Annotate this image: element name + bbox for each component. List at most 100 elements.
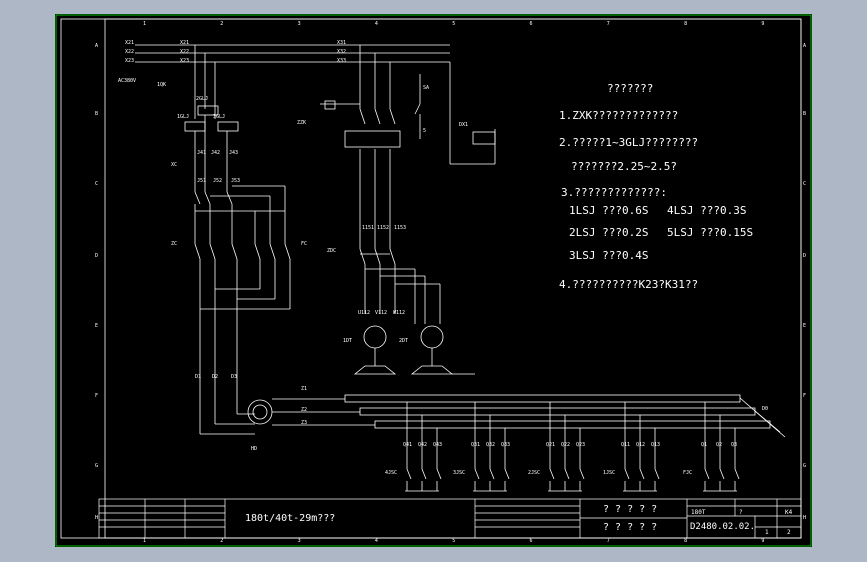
column-index: 3 <box>298 538 301 544</box>
title-cell-b: ? ? ? ? ? <box>603 522 657 533</box>
row-index: H <box>95 515 98 521</box>
sheet-a: 1 <box>765 529 769 536</box>
x32-label: X32 <box>337 49 346 55</box>
motor-pin-1: U112 <box>358 310 370 316</box>
contact-switch <box>639 468 645 480</box>
contact-switch <box>549 468 555 480</box>
z-pin-2: Z2 <box>301 407 307 413</box>
supply-right-2: X22 <box>180 49 189 55</box>
row-index: G <box>95 463 98 469</box>
supply-label-3: X23 <box>125 58 134 64</box>
contact-switch <box>654 468 660 480</box>
column-index: 7 <box>607 21 610 27</box>
contact-pin-label: Q12 <box>636 442 645 448</box>
wiring <box>135 44 786 492</box>
motor-2-label: 2DT <box>399 338 408 344</box>
note-2b: ???????2.25~2.5? <box>571 160 677 173</box>
contact-pin-label: Q32 <box>486 442 495 448</box>
contact-pin-label: Q21 <box>546 442 555 448</box>
supply-label-2: X22 <box>125 49 134 55</box>
column-index: 4 <box>375 21 378 27</box>
contact-group-name: 3JSC <box>453 470 465 476</box>
row-index: A <box>95 43 98 49</box>
hd-pin-2: D2 <box>212 374 218 380</box>
contact-pin-label: Q33 <box>501 442 510 448</box>
relay-3: 3GLJ <box>213 114 225 120</box>
contact-switch <box>474 468 480 480</box>
row-index: G <box>803 463 806 469</box>
contact-switch <box>504 468 510 480</box>
column-index: 5 <box>452 538 455 544</box>
contact-pin-label: Q22 <box>561 442 570 448</box>
row-index: F <box>95 393 98 399</box>
x33-label: X33 <box>337 58 346 64</box>
green-border <box>55 14 812 547</box>
relay-pin-2: J42 <box>211 150 220 156</box>
motor-pin-3: W112 <box>393 310 405 316</box>
contact-pin-label: Q1 <box>701 442 707 448</box>
row-index: H <box>803 515 806 521</box>
contact-switch <box>436 468 442 480</box>
contact-group-name: 1JSC <box>603 470 615 476</box>
relay-pin-1: J41 <box>197 150 206 156</box>
column-index: 5 <box>452 21 455 27</box>
zk-pin-1: 1151 <box>362 225 374 231</box>
breaker-label: 1QK <box>157 82 166 88</box>
column-index: 9 <box>761 538 764 544</box>
x31-label: X31 <box>337 40 346 46</box>
relay-2: 2GLJ <box>196 96 208 102</box>
motor-1-label: 1DT <box>343 338 352 344</box>
column-index: 9 <box>761 21 764 27</box>
column-index: 6 <box>530 21 533 27</box>
row-index: C <box>95 181 98 187</box>
contact-group-name: 2JSC <box>528 470 540 476</box>
column-index: 3 <box>298 21 301 27</box>
contact-pin-label: Q43 <box>433 442 442 448</box>
sa-number: 5 <box>423 128 426 134</box>
contact-switch <box>734 468 740 480</box>
contact-switch <box>579 468 585 480</box>
contact-pin-label: Q11 <box>621 442 630 448</box>
drawing-number: D2480.02.02. <box>690 522 755 532</box>
row-index: B <box>803 111 806 117</box>
contact-switch <box>719 468 725 480</box>
row-index: A <box>803 43 806 49</box>
contact-pin-label: Q2 <box>716 442 722 448</box>
contact-group-name: 4JSC <box>385 470 397 476</box>
relay-1: 1GLJ <box>177 114 189 120</box>
contact-switches <box>405 468 740 492</box>
column-index: 2 <box>220 538 223 544</box>
note-4: 4.??????????K23?K31?? <box>559 278 698 291</box>
z-pin-3: Z3 <box>301 420 307 426</box>
column-index: 8 <box>684 538 687 544</box>
motor-pin-2: V112 <box>375 310 387 316</box>
sheet-b: 2 <box>787 529 791 536</box>
hd-label: HD <box>251 446 257 452</box>
ref-mark: ? <box>739 509 743 516</box>
xc-label: XC <box>171 162 177 168</box>
notes-title: ??????? <box>607 82 653 95</box>
zk-label: ZZK <box>297 120 306 126</box>
xc-pin-2: J52 <box>213 178 222 184</box>
contact-switch <box>421 468 427 480</box>
note-1: 1.ZXK????????????? <box>559 109 678 122</box>
xc-pin-1: J51 <box>197 178 206 184</box>
coil-label: DX1 <box>459 122 468 128</box>
contact-pin-label: Q23 <box>576 442 585 448</box>
column-index: 1 <box>143 21 146 27</box>
title-block-text: 180t/40t-29m??? ? ? ? ? ? ? ? ? ? ? 180T… <box>245 504 793 536</box>
column-index: 2 <box>220 21 223 27</box>
supply-right-1: X21 <box>180 40 189 46</box>
contact-pin-label: Q31 <box>471 442 480 448</box>
contact-group-name: FJC <box>683 470 692 476</box>
d0-label: D0 <box>762 406 768 412</box>
zc-label: ZC <box>171 241 177 247</box>
row-index: E <box>95 323 98 329</box>
